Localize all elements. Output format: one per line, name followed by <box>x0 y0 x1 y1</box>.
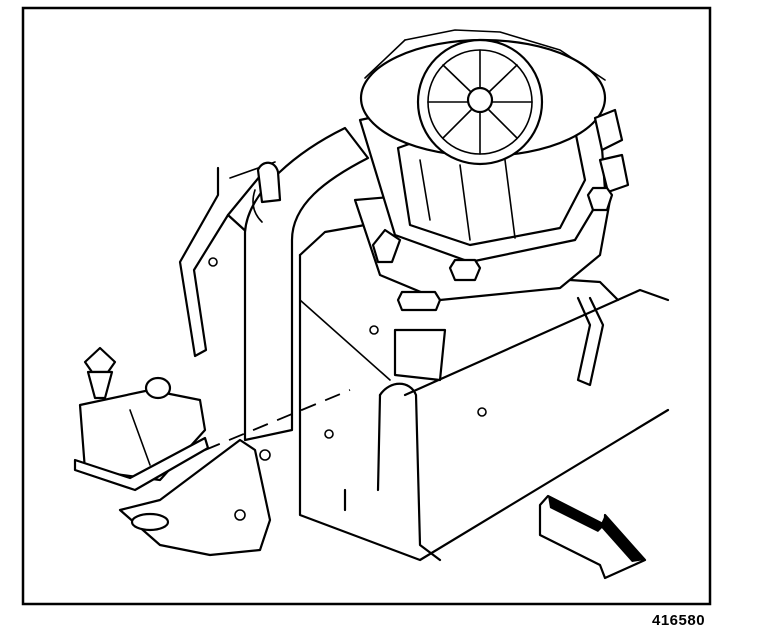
check-valve <box>73 346 210 492</box>
figure-frame <box>21 6 712 606</box>
air-pump <box>353 29 630 302</box>
mounting-bolt-front <box>393 290 447 382</box>
direction-arrow <box>538 494 647 580</box>
bracket-strap <box>376 382 442 562</box>
mounting-bolt-center <box>448 258 482 282</box>
mounting-bolt-left <box>371 228 402 264</box>
right-bracket <box>568 278 620 387</box>
mounting-bolt-right <box>586 186 614 212</box>
figure-number: 416580 <box>652 612 706 629</box>
check-valve-bracket <box>118 438 272 557</box>
engine-block <box>298 223 670 562</box>
hose-clamp <box>256 161 282 204</box>
alignment-line <box>204 389 351 451</box>
